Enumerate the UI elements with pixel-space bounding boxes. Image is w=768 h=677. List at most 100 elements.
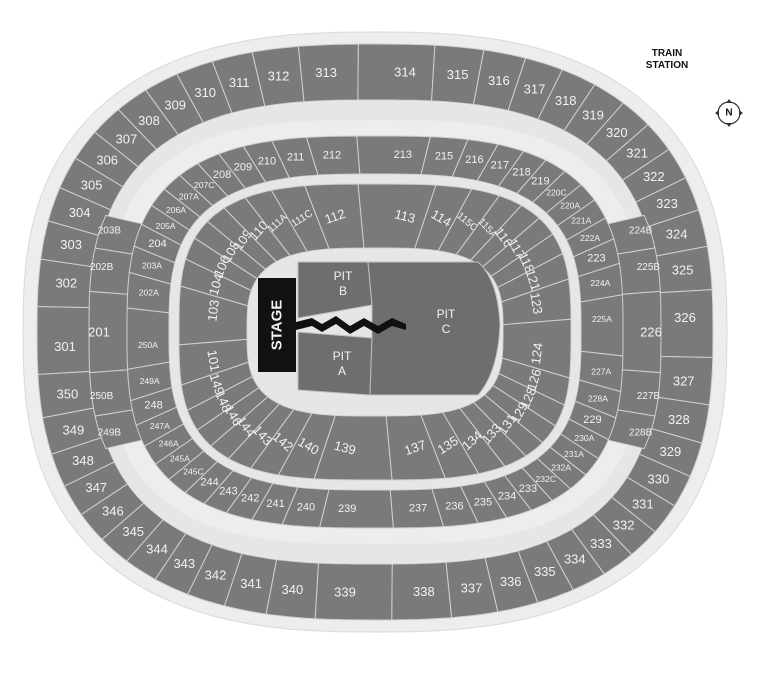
section-label: 313 xyxy=(315,65,337,80)
section-label: 326 xyxy=(674,310,696,325)
section-label: 227B xyxy=(637,391,661,402)
section-label: 222A xyxy=(580,233,600,243)
section-label: 327 xyxy=(673,374,695,389)
section-label: 237 xyxy=(409,503,427,515)
section-250a[interactable] xyxy=(126,307,171,370)
train-station-line2: STATION xyxy=(645,60,689,71)
pit-a-label-1: PIT xyxy=(333,349,352,363)
section-label: 306 xyxy=(96,153,118,168)
stage-runway xyxy=(296,316,406,334)
section-label: 344 xyxy=(146,541,168,556)
section-label: 316 xyxy=(488,73,510,88)
section-label: 245C xyxy=(183,466,204,476)
section-225a[interactable] xyxy=(579,294,624,357)
section-label: 319 xyxy=(582,108,604,123)
section-label: 207A xyxy=(179,192,199,202)
pit-b-label-2: B xyxy=(339,284,347,298)
section-label: 139 xyxy=(333,438,358,458)
section-label: 347 xyxy=(85,480,107,495)
section-label: 223 xyxy=(587,252,605,264)
section-label: 228B xyxy=(629,428,653,439)
section-label: 315 xyxy=(447,67,469,82)
section-label: 322 xyxy=(643,169,665,184)
section-label: 305 xyxy=(81,177,103,192)
section-label: 335 xyxy=(534,564,556,579)
section-label: 321 xyxy=(626,146,648,161)
section-label: 149 xyxy=(206,371,227,396)
section-label: 342 xyxy=(205,568,227,583)
section-label: 325 xyxy=(672,262,694,277)
section-label: 302 xyxy=(55,275,77,290)
train-station-label: TRAIN STATION xyxy=(622,48,712,72)
section-label: 208 xyxy=(213,169,231,181)
section-label: 211 xyxy=(287,152,305,164)
section-label: 103 xyxy=(204,299,222,322)
section-label: 225B xyxy=(637,262,661,273)
compass-north-icon: N xyxy=(715,99,743,127)
section-label: 341 xyxy=(240,576,262,591)
section-label: 245A xyxy=(170,454,190,464)
section-label: 232C xyxy=(536,474,557,484)
stage xyxy=(258,278,296,372)
section-label: 137 xyxy=(402,437,427,458)
section-label: 304 xyxy=(69,205,91,220)
section-label: 220A xyxy=(560,201,580,211)
section-label: 212 xyxy=(323,149,341,161)
section-label: 310 xyxy=(194,85,216,100)
pit-a-label-2: A xyxy=(338,364,346,378)
section-label: 101 xyxy=(204,349,223,373)
floor-area: STAGE PIT B PIT A PIT C xyxy=(258,261,501,396)
section-label: 331 xyxy=(632,496,654,511)
section-label: 218 xyxy=(512,167,530,179)
section-label: 324 xyxy=(666,227,688,242)
section-112[interactable] xyxy=(304,183,365,250)
section-239[interactable] xyxy=(318,488,394,529)
section-label: 216 xyxy=(465,154,483,166)
pit-c-section[interactable] xyxy=(367,261,501,396)
section-label: 210 xyxy=(258,156,276,168)
section-label: 334 xyxy=(564,552,586,567)
section-label: 250B xyxy=(90,391,114,402)
section-label: 337 xyxy=(461,580,483,595)
section-label: 203B xyxy=(98,225,122,236)
section-label: 206A xyxy=(166,205,186,215)
section-label: 332 xyxy=(613,518,635,533)
section-label: 202A xyxy=(139,288,159,298)
section-313[interactable] xyxy=(297,43,359,103)
section-label: 203A xyxy=(142,261,162,271)
section-label: 248 xyxy=(144,400,162,412)
section-212[interactable] xyxy=(305,135,361,176)
section-label: 329 xyxy=(660,444,682,459)
section-label: 220C xyxy=(546,188,567,198)
section-label: 201 xyxy=(88,325,110,340)
section-label: 124 xyxy=(528,342,546,365)
section-label: 226 xyxy=(640,325,662,340)
section-label: 233 xyxy=(519,483,537,495)
section-label: 240 xyxy=(297,501,315,513)
section-label: 235 xyxy=(474,496,492,508)
section-label: 301 xyxy=(54,339,76,354)
section-label: 303 xyxy=(60,237,82,252)
section-label: 217 xyxy=(491,159,509,171)
section-label: 343 xyxy=(173,556,195,571)
north-label: N xyxy=(725,108,732,119)
section-label: 246A xyxy=(159,438,179,448)
section-label: 234 xyxy=(498,491,516,503)
section-label: 312 xyxy=(268,69,290,84)
section-label: 244 xyxy=(200,476,218,488)
section-label: 308 xyxy=(138,113,160,128)
section-label: 219 xyxy=(531,176,549,188)
section-label: 314 xyxy=(394,65,416,80)
section-label: 227A xyxy=(591,367,611,377)
section-label: 204 xyxy=(148,238,166,250)
section-label: 323 xyxy=(656,196,678,211)
section-label: 113 xyxy=(393,206,417,226)
section-label: 232A xyxy=(551,463,571,473)
section-label: 209 xyxy=(234,162,252,174)
pit-a-section[interactable] xyxy=(297,331,373,396)
section-label: 249A xyxy=(140,376,160,386)
section-label: 231A xyxy=(564,449,584,459)
